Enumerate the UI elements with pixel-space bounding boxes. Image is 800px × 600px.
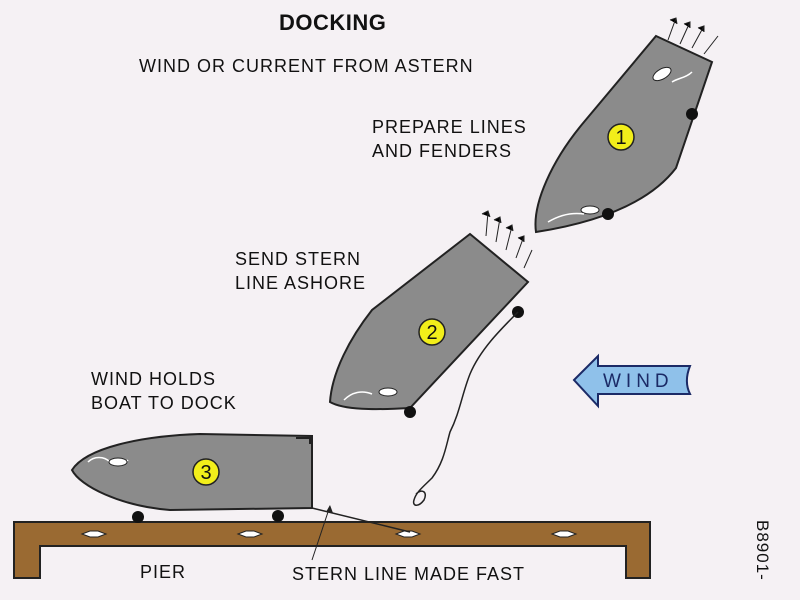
pier-cleats xyxy=(80,530,578,538)
wind-arrows-2 xyxy=(481,210,533,269)
boat-1: 1 xyxy=(534,17,719,234)
boat-3: 3 xyxy=(70,432,313,523)
step-3-marker xyxy=(192,458,220,486)
fender xyxy=(132,511,144,523)
diagram-subtitle: WIND OR CURRENT FROM ASTERN xyxy=(139,56,474,76)
stern-line xyxy=(311,505,411,561)
figure-code: B8901- xyxy=(753,520,772,581)
fender xyxy=(602,208,614,220)
step-1-marker xyxy=(607,123,635,151)
wind-label: WIND xyxy=(603,371,674,392)
pier xyxy=(13,521,651,579)
diagram-title: DOCKING xyxy=(279,10,387,35)
step-2-label-line2: LINE ASHORE xyxy=(235,273,367,293)
stern-line-label: STERN LINE MADE FAST xyxy=(292,564,526,584)
wind-arrows-1 xyxy=(667,17,719,55)
step-3-number: 3 xyxy=(200,462,211,484)
pier-label: PIER xyxy=(140,562,187,582)
step-1-label-line2: AND FENDERS xyxy=(372,141,513,161)
pier-structure xyxy=(13,521,651,579)
step-2-label-line1: SEND STERN xyxy=(235,249,362,269)
fender xyxy=(272,510,284,522)
step-2-marker xyxy=(418,318,446,346)
fender xyxy=(404,406,416,418)
boat-2: 2 xyxy=(328,210,533,506)
step-3-label-line2: BOAT TO DOCK xyxy=(91,393,237,413)
step-1-number: 1 xyxy=(615,127,626,149)
step-1-label-line1: PREPARE LINES xyxy=(372,117,527,137)
step-2-number: 2 xyxy=(426,322,437,344)
fender xyxy=(686,108,698,120)
wind-arrow: WIND xyxy=(572,353,692,409)
coiled-stern-line xyxy=(412,311,519,506)
step-3-label-line1: WIND HOLDS xyxy=(91,369,217,389)
